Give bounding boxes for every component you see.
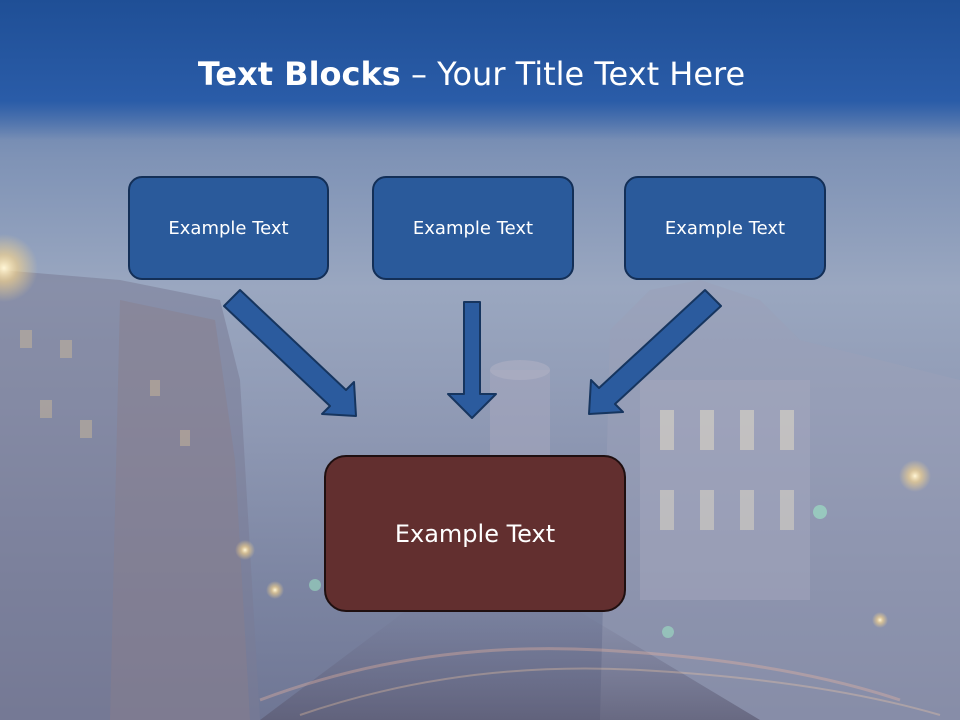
center-text-block[interactable]: Example Text (324, 455, 626, 612)
text-block-middle[interactable]: Example Text (372, 176, 574, 280)
title-separator: – (400, 55, 438, 93)
text-block-left-label: Example Text (168, 217, 289, 239)
center-text-block-label: Example Text (394, 519, 556, 548)
text-block-left[interactable]: Example Text (128, 176, 329, 280)
slide-title: Text Blocks – Your Title Text Here (0, 55, 943, 93)
title-band (0, 0, 960, 140)
title-bold-part: Text Blocks (197, 55, 401, 93)
arrow-middle-down (447, 301, 497, 419)
arrow-left-diagonal (223, 289, 357, 417)
text-block-right[interactable]: Example Text (624, 176, 826, 280)
title-normal-part: Your Title Text Here (437, 55, 746, 93)
arrow-right-diagonal (588, 289, 722, 415)
text-block-right-label: Example Text (664, 217, 786, 239)
text-block-middle-label: Example Text (412, 217, 534, 239)
